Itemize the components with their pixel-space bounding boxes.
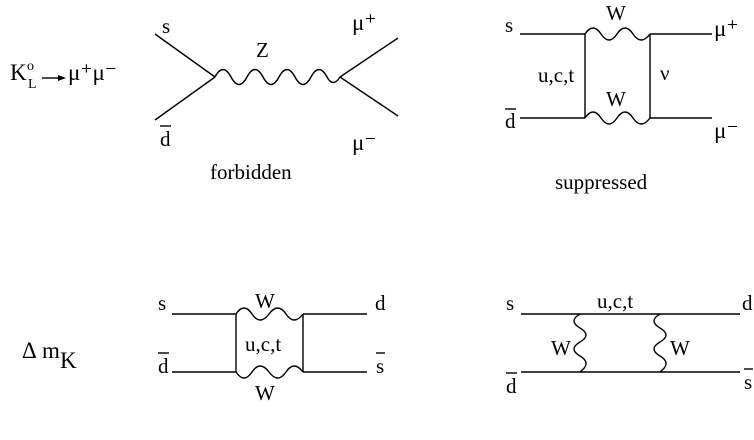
label-s: s bbox=[162, 14, 170, 38]
label-s-bar-out: s bbox=[744, 370, 752, 394]
decay-products: μ⁺μ⁻ bbox=[68, 60, 117, 85]
antiquark-d-line bbox=[154, 76, 216, 121]
kaon-superscript: o bbox=[27, 59, 34, 74]
w-boson-left-wavy-line bbox=[573, 313, 587, 373]
label-mu-plus: μ⁺ bbox=[714, 16, 738, 41]
label-w-bottom: W bbox=[255, 381, 275, 405]
diagram-forbidden: s d Z μ⁺ μ⁻ forbidden bbox=[154, 10, 399, 184]
label-w-bottom: W bbox=[606, 87, 626, 111]
label-w-left: W bbox=[551, 336, 571, 360]
w-boson-right-wavy-line bbox=[653, 313, 667, 373]
delta-symbol: Δ bbox=[22, 338, 37, 363]
label-d-bar: d bbox=[506, 374, 517, 398]
kaon-subscript: L bbox=[28, 77, 37, 92]
diagram-box-vertical: s d W W u,c,t d s bbox=[158, 289, 386, 405]
m-symbol: m bbox=[42, 338, 60, 363]
label-d-bar: d bbox=[158, 354, 169, 378]
label-internal-quark: u,c,t bbox=[597, 289, 633, 313]
label-internal-quark: u,c,t bbox=[245, 332, 281, 356]
w-boson-bottom-wavy-line bbox=[235, 365, 304, 379]
label-w-top: W bbox=[255, 289, 275, 313]
label-neutrino: ν bbox=[660, 61, 670, 85]
label-d-bar: d bbox=[160, 127, 171, 151]
label-s: s bbox=[505, 13, 513, 37]
label-mu-plus: μ⁺ bbox=[352, 10, 376, 35]
label-w-right: W bbox=[670, 336, 690, 360]
w-boson-bottom-wavy-line bbox=[584, 111, 651, 125]
label-d-out: d bbox=[742, 291, 753, 315]
label-z: Z bbox=[256, 38, 269, 62]
muon-minus-line bbox=[339, 76, 399, 117]
quark-s-line bbox=[154, 33, 216, 78]
process-label: K o L μ⁺μ⁻ bbox=[10, 59, 117, 92]
z-boson-wavy-line bbox=[214, 68, 341, 86]
label-s-bar-out: s bbox=[376, 354, 384, 378]
label-mu-minus: μ⁻ bbox=[714, 118, 738, 143]
w-boson-top-wavy-line bbox=[235, 307, 304, 321]
label-d-out: d bbox=[375, 291, 386, 315]
caption-suppressed: suppressed bbox=[555, 170, 648, 194]
k-subscript: K bbox=[60, 348, 77, 373]
label-s: s bbox=[158, 291, 166, 315]
label-d-bar: d bbox=[505, 109, 516, 133]
caption-forbidden: forbidden bbox=[210, 160, 292, 184]
diagram-suppressed: s d W W u,c,t ν μ⁺ μ⁻ suppressed bbox=[505, 1, 738, 194]
muon-plus-line bbox=[339, 37, 399, 78]
label-s: s bbox=[506, 291, 514, 315]
label-w-top: W bbox=[606, 1, 626, 25]
decay-arrow-head bbox=[58, 75, 66, 81]
delta-m-label: Δ m K bbox=[22, 338, 77, 373]
label-internal-quark: u,c,t bbox=[538, 63, 574, 87]
diagram-box-horizontal: s d u,c,t W W d s bbox=[506, 289, 753, 398]
kaon-symbol: K bbox=[10, 60, 27, 85]
label-mu-minus: μ⁻ bbox=[352, 130, 376, 155]
w-boson-top-wavy-line bbox=[584, 27, 651, 41]
